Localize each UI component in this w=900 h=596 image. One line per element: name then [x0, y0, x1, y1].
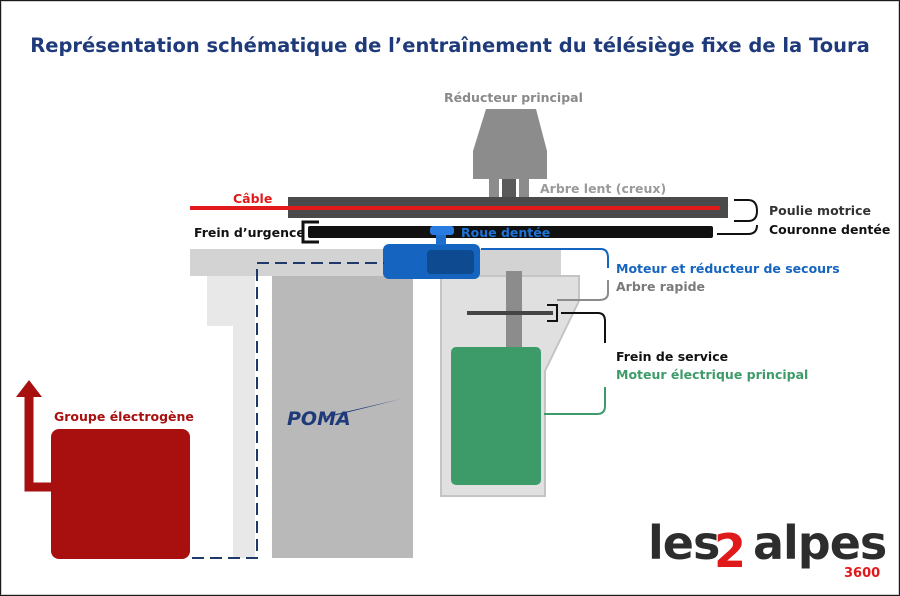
- poulie-bracket: [734, 199, 759, 222]
- label-poulie-motrice: Poulie motrice: [769, 203, 871, 218]
- poma-swoosh: [319, 399, 401, 418]
- brand-text-alpes: alpes: [753, 516, 886, 570]
- power-line-dashed: [192, 262, 384, 559]
- frein-service-leader: [561, 312, 606, 343]
- generator-exhaust: [24, 394, 53, 492]
- emergency-brake-caliper: [301, 220, 319, 244]
- label-frein-urgence: Frein d’urgence: [194, 225, 305, 240]
- main-reducer: [473, 109, 547, 199]
- label-couronne-dentee: Couronne dentée: [769, 222, 890, 237]
- service-brake-disc: [467, 311, 553, 315]
- les2alpes-logo: les 2 alpes 3600: [648, 516, 887, 581]
- couronne-leader: [717, 224, 758, 235]
- support-light-column: [233, 276, 255, 558]
- label-arbre-lent: Arbre lent (creux): [540, 181, 666, 196]
- reducer-shaft-left: [489, 179, 499, 199]
- support-main-column: [272, 276, 413, 558]
- gearwheel-shaft: [436, 233, 446, 245]
- label-arbre-rapide: Arbre rapide: [616, 279, 705, 294]
- ring-gear: [308, 226, 713, 238]
- service-brake-caliper: [547, 304, 558, 322]
- gearwheel: [430, 226, 454, 235]
- label-cable: Câble: [233, 191, 272, 206]
- main-reducer-body: [473, 109, 547, 179]
- slow-shaft: [502, 179, 516, 199]
- reducer-shaft-right: [519, 179, 529, 199]
- label-groupe-electrogene: Groupe électrogène: [54, 409, 194, 424]
- poma-logo-text: POMA: [287, 408, 351, 430]
- secours-leader: [481, 248, 609, 268]
- poma-logo: POMA: [287, 399, 401, 430]
- label-reducteur-principal: Réducteur principal: [444, 90, 583, 105]
- backup-reducer: [427, 250, 474, 274]
- exhaust-arrow: [16, 380, 42, 397]
- moteur-principal-leader: [544, 387, 606, 415]
- cable-line: [190, 206, 720, 210]
- label-moteur-principal: Moteur électrique principal: [616, 367, 808, 382]
- brand-text-les: les: [648, 516, 719, 570]
- brand-subtext: 3600: [844, 566, 880, 581]
- brand-numeral: 2: [714, 524, 745, 578]
- backup-motor-group: [383, 226, 480, 279]
- label-roue-dentee: Roue dentée: [461, 225, 550, 240]
- generator-body: [51, 429, 190, 559]
- main-electric-motor: [451, 347, 541, 485]
- generator-group: [16, 380, 190, 559]
- diagram-title: Représentation schématique de l’entraîne…: [30, 34, 870, 57]
- label-frein-service: Frein de service: [616, 349, 728, 364]
- arbre-rapide-leader: [557, 280, 609, 301]
- label-moteur-secours: Moteur et réducteur de secours: [616, 261, 840, 276]
